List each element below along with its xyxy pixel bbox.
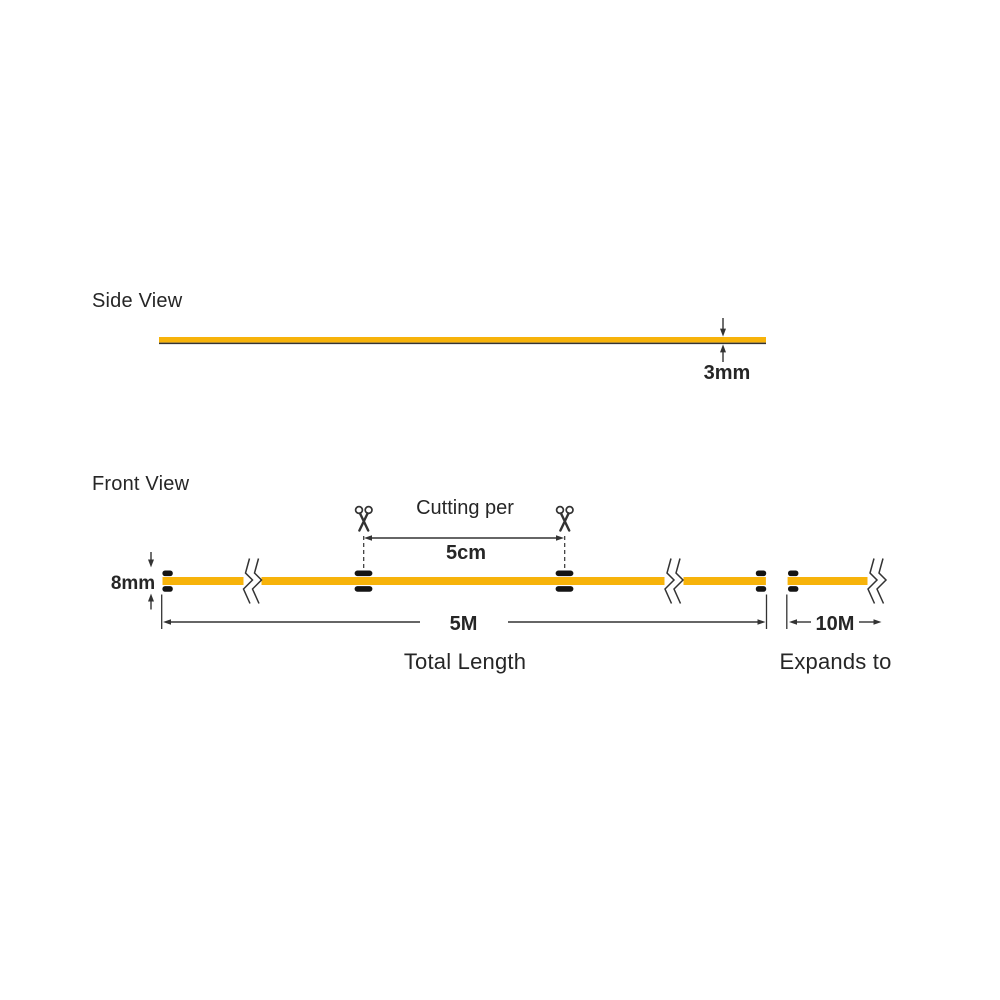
- strip-break-mark: [242, 558, 263, 604]
- front-view-strip-expanded: [786, 568, 872, 593]
- expands-value: 10M: [815, 613, 855, 635]
- cutting-pitch-dimension: [363, 535, 566, 592]
- expands-dimension: [786, 594, 882, 629]
- side-view-strip: [159, 337, 766, 345]
- expands-label: Expands to: [779, 649, 892, 674]
- cutting-pitch-value: 5cm: [445, 542, 487, 564]
- side-thickness-value: 3mm: [703, 362, 751, 384]
- cutting-per-label: Cutting per: [416, 497, 514, 519]
- scissors-icon: [354, 505, 373, 532]
- strip-break-mark: [664, 558, 685, 604]
- strip-width-value: 8mm: [110, 573, 156, 594]
- scissors-icon: [555, 505, 574, 532]
- side-thickness-dimension-arrows: [720, 318, 726, 362]
- total-length-label: Total Length: [403, 649, 527, 674]
- total-length-dimension: [161, 594, 768, 629]
- side-view-title: Side View: [92, 290, 183, 312]
- strip-width-dimension-arrows: [148, 552, 154, 610]
- solder-pads: [162, 570, 799, 592]
- strip-break-mark: [867, 558, 889, 604]
- total-length-value: 5M: [449, 613, 478, 635]
- front-view-title: Front View: [92, 473, 190, 495]
